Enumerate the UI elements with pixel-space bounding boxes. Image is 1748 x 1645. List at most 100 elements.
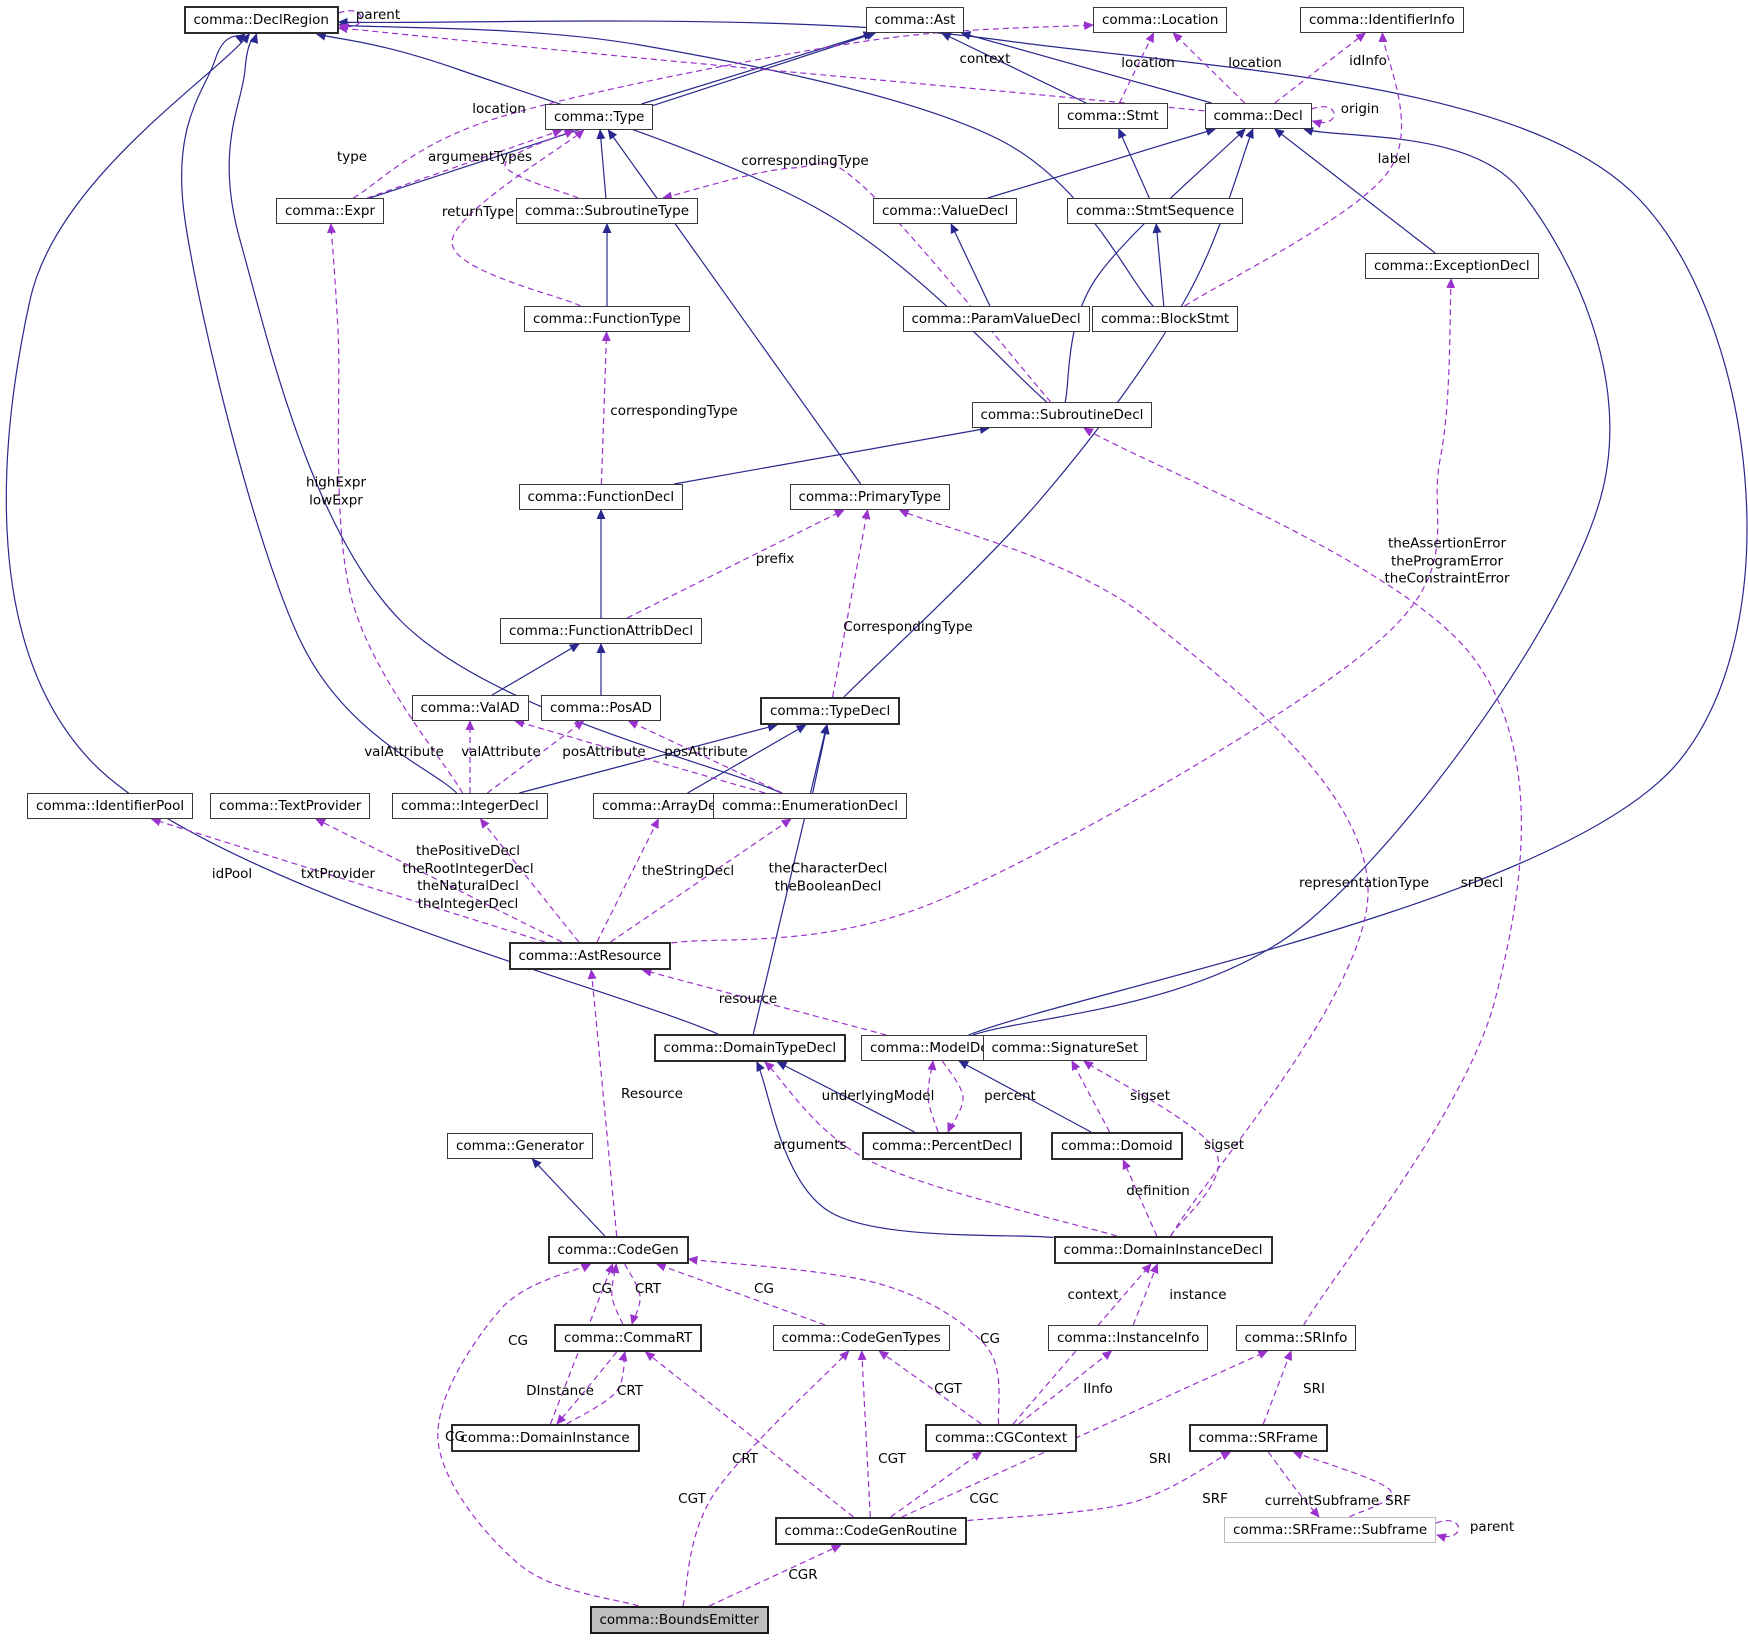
class-node-Type[interactable]: comma::Type xyxy=(545,104,654,131)
edge-label-location-41: location xyxy=(472,101,526,118)
edge-CodeGenRoutine-to-SRInfo xyxy=(901,1350,1269,1518)
class-node-FunctionType[interactable]: comma::FunctionType xyxy=(524,306,690,333)
edge-label-location-36: location xyxy=(1228,55,1282,72)
edge-CodeGenRoutine-to-CodeGenTypes xyxy=(857,1350,871,1518)
class-node-FunctionAttribDecl[interactable]: comma::FunctionAttribDecl xyxy=(500,618,703,645)
class-node-PercentDecl[interactable]: comma::PercentDecl xyxy=(862,1132,1023,1161)
edge-Expr-to-Type xyxy=(367,128,563,199)
edge-BoundsEmitter-to-CodeGenRoutine xyxy=(708,1544,842,1607)
class-node-Subframe[interactable]: comma::SRFrame::Subframe xyxy=(1224,1517,1437,1544)
class-node-SRInfo[interactable]: comma::SRInfo xyxy=(1235,1325,1357,1352)
class-node-DomainInstance[interactable]: comma::DomainInstance xyxy=(450,1424,640,1453)
edge-label-CGT-79: CGT xyxy=(934,1381,962,1398)
edge-TypeDecl-to-PrimaryType xyxy=(832,509,871,698)
class-node-CodeGen[interactable]: comma::CodeGen xyxy=(547,1236,689,1265)
class-node-SubroutineType[interactable]: comma::SubroutineType xyxy=(516,198,699,225)
edge-IntegerDecl-to-PosAD xyxy=(487,720,585,794)
class-node-SignatureSet[interactable]: comma::SignatureSet xyxy=(982,1035,1148,1062)
class-node-CGContext[interactable]: comma::CGContext xyxy=(925,1424,1078,1453)
edge-label-DInstance-75: DInstance xyxy=(526,1383,594,1400)
class-node-Domoid[interactable]: comma::Domoid xyxy=(1051,1132,1183,1161)
class-node-BoundsEmitter: comma::BoundsEmitter xyxy=(589,1606,769,1635)
edge-label-CGC-82: CGC xyxy=(969,1491,999,1508)
class-node-InstanceInfo[interactable]: comma::InstanceInfo xyxy=(1048,1325,1209,1352)
class-node-IdentifierInfo[interactable]: comma::IdentifierInfo xyxy=(1300,7,1464,34)
class-node-Ast[interactable]: comma::Ast xyxy=(865,7,965,34)
edge-BoundsEmitter-to-CodeGenTypes xyxy=(682,1350,850,1607)
class-node-SRFrame[interactable]: comma::SRFrame xyxy=(1188,1424,1328,1453)
edge-label-CG-73: CG xyxy=(508,1333,528,1350)
edge-Decl-to-DeclRegion xyxy=(337,24,1205,112)
class-node-DomainInstanceDecl[interactable]: comma::DomainInstanceDecl xyxy=(1053,1236,1273,1265)
edge-ModelDecl-to-PercentDecl xyxy=(941,1060,964,1133)
class-node-CodeGenTypes[interactable]: comma::CodeGenTypes xyxy=(772,1325,950,1352)
edge-label-underlyingModel-62: underlyingModel xyxy=(821,1088,935,1105)
edge-label-definition-66: definition xyxy=(1126,1183,1190,1200)
class-node-ValAD[interactable]: comma::ValAD xyxy=(411,695,529,722)
edge-label-context-34: context xyxy=(959,51,1011,68)
edge-label-arguments-61: arguments xyxy=(773,1137,847,1154)
edge-Stmt-to-Location xyxy=(1118,32,1155,104)
edge-IntegerDecl-to-DeclRegion xyxy=(181,33,458,794)
edge-label-highExpr-48: highExpr lowExpr xyxy=(305,474,367,508)
edge-DomainInstanceDecl-to-Domoid xyxy=(1122,1159,1158,1237)
class-node-Location[interactable]: comma::Location xyxy=(1093,7,1228,34)
edge-ModelDecl-to-AstResource xyxy=(641,967,887,1036)
edge-CodeGenRoutine-to-CommaRT xyxy=(644,1351,854,1518)
edge-PercentDecl-to-ModelDecl xyxy=(927,1060,939,1133)
class-node-PrimaryType[interactable]: comma::PrimaryType xyxy=(789,484,951,511)
class-node-Decl[interactable]: comma::Decl xyxy=(1204,103,1312,130)
edge-label-correspondingType-45: correspondingType xyxy=(610,403,738,420)
edge-ExceptionDecl-to-Decl xyxy=(1274,128,1436,254)
class-node-ValueDecl[interactable]: comma::ValueDecl xyxy=(873,198,1018,225)
class-node-AstResource[interactable]: comma::AstResource xyxy=(508,942,672,971)
edge-label-txtProvider-54: txtProvider xyxy=(300,866,376,883)
class-node-EnumerationDecl[interactable]: comma::EnumerationDecl xyxy=(713,793,908,820)
class-node-TextProvider[interactable]: comma::TextProvider xyxy=(210,793,371,820)
edge-label-CorrespondingType-46: CorrespondingType xyxy=(843,619,973,636)
edge-label-context-85: context xyxy=(1067,1287,1119,1304)
class-node-Stmt[interactable]: comma::Stmt xyxy=(1058,103,1168,130)
class-node-BlockStmt[interactable]: comma::BlockStmt xyxy=(1092,306,1239,333)
edge-SRFrame-to-SRInfo xyxy=(1262,1350,1293,1425)
class-node-FunctionDecl[interactable]: comma::FunctionDecl xyxy=(518,484,684,511)
edge-label-thePositiveDecl-55: thePositiveDecl theRootIntegerDecl theNa… xyxy=(402,842,534,912)
edge-PrimaryType-to-Type xyxy=(607,129,862,485)
class-node-IntegerDecl[interactable]: comma::IntegerDecl xyxy=(392,793,548,820)
edge-DomainInstanceDecl-to-DomainTypeDecl xyxy=(764,1061,1117,1237)
edge-label-posAttribute-52: posAttribute xyxy=(664,744,748,761)
edge-FunctionDecl-to-FunctionType xyxy=(600,331,611,485)
class-node-Expr[interactable]: comma::Expr xyxy=(276,198,384,225)
class-node-CommaRT[interactable]: comma::CommaRT xyxy=(554,1324,703,1353)
edge-AstResource-to-TextProvider xyxy=(315,818,563,943)
class-node-ParamValueDecl[interactable]: comma::ParamValueDecl xyxy=(902,306,1090,333)
edge-CGContext-to-CodeGenTypes xyxy=(878,1350,982,1425)
class-node-IdentifierPool[interactable]: comma::IdentifierPool xyxy=(27,793,194,820)
class-node-ExceptionDecl[interactable]: comma::ExceptionDecl xyxy=(1365,253,1539,280)
edge-label-theStringDecl-56: theStringDecl xyxy=(641,863,735,880)
edge-label-idPool-53: idPool xyxy=(211,866,253,883)
edge-AstResource-to-IntegerDecl xyxy=(479,818,580,943)
class-node-SubroutineDecl[interactable]: comma::SubroutineDecl xyxy=(971,402,1153,429)
class-node-Generator[interactable]: comma::Generator xyxy=(447,1133,593,1160)
class-node-StmtSequence[interactable]: comma::StmtSequence xyxy=(1067,198,1244,225)
edge-label-prefix-47: prefix xyxy=(755,551,795,568)
class-node-TypeDecl[interactable]: comma::TypeDecl xyxy=(760,697,901,726)
edge-label-representationType-67: representationType xyxy=(1298,875,1430,892)
edge-Decl-to-Ast xyxy=(960,31,1212,104)
edge-label-currentSubframe-88: currentSubframe xyxy=(1264,1493,1380,1510)
edge-label-CGT-78: CGT xyxy=(878,1451,906,1468)
edge-Subframe-to-Subframe xyxy=(1435,1520,1460,1542)
class-node-DeclRegion[interactable]: comma::DeclRegion xyxy=(183,6,339,35)
class-node-PosAD[interactable]: comma::PosAD xyxy=(541,695,661,722)
edge-label-argumentTypes-42: argumentTypes xyxy=(427,149,533,166)
edge-label-CGT-80: CGT xyxy=(678,1491,706,1508)
class-node-ArrayDecl[interactable]: comma::ArrayDecl xyxy=(593,793,737,820)
class-node-CodeGenRoutine[interactable]: comma::CodeGenRoutine xyxy=(774,1517,968,1546)
edge-EnumerationDecl-to-DeclRegion xyxy=(228,33,782,794)
class-node-DomainTypeDecl[interactable]: comma::DomainTypeDecl xyxy=(653,1034,847,1063)
edge-Type-to-Ast xyxy=(641,31,874,105)
edge-label-returnType-43: returnType xyxy=(441,204,515,221)
edge-label-posAttribute-51: posAttribute xyxy=(562,744,646,761)
edge-Subframe-to-SRFrame xyxy=(1292,1451,1392,1518)
